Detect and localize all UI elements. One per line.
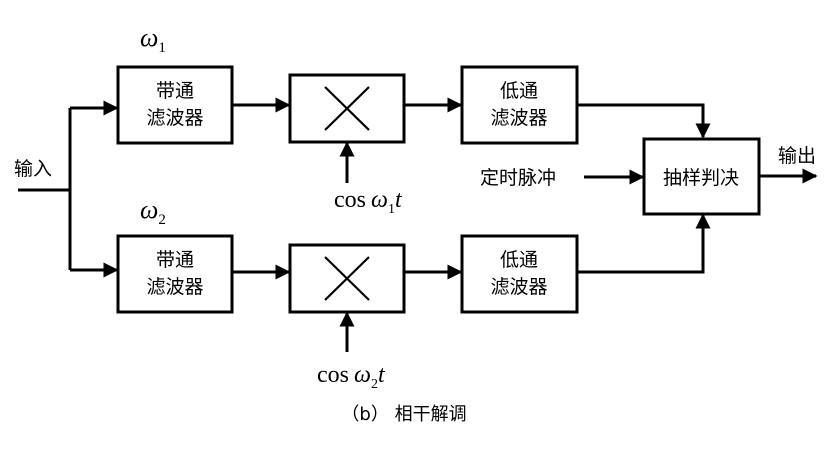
bandpass-filter-1: 带通 滤波器 (116, 65, 234, 145)
sampling-decision-block: 抽样判决 (642, 137, 761, 216)
lpf1-to-decision-wire (577, 103, 711, 139)
input-label: 输入 (14, 158, 52, 180)
lowpass-filter-1: 低通 滤波器 (460, 65, 579, 145)
mixer-2 (288, 243, 406, 314)
bandpass-filter-1-line1: 带通 (156, 80, 194, 102)
lpf2-to-decision-wire (577, 213, 711, 274)
lowpass-filter-2-line1: 低通 (500, 249, 538, 271)
output-label: 输出 (778, 145, 816, 167)
mixer-1 (288, 73, 406, 144)
figure-caption: （b） 相干解调 (341, 404, 466, 425)
lowpass-filter-1-line2: 滤波器 (490, 107, 547, 129)
sampling-decision-label: 抽样判决 (663, 167, 739, 189)
lowpass-filter-2: 低通 滤波器 (460, 234, 579, 314)
mixer-2-cross-b (324, 256, 370, 301)
freq-label-2: ω2 (140, 195, 166, 228)
lowpass-filter-1-line1: 低通 (500, 80, 538, 102)
bandpass-filter-2-line2: 滤波器 (146, 276, 203, 298)
timing-pulse-label: 定时脉冲 (480, 167, 556, 189)
lowpass-filter-2-line2: 滤波器 (490, 276, 547, 298)
bandpass-filter-2: 带通 滤波器 (116, 234, 234, 314)
bandpass-filter-2-line1: 带通 (156, 249, 194, 271)
freq-label-1: ω1 (140, 23, 166, 56)
bandpass-filter-1-line2: 滤波器 (146, 107, 203, 129)
input-wire (18, 108, 72, 270)
mixer-1-cross-b (324, 86, 370, 131)
